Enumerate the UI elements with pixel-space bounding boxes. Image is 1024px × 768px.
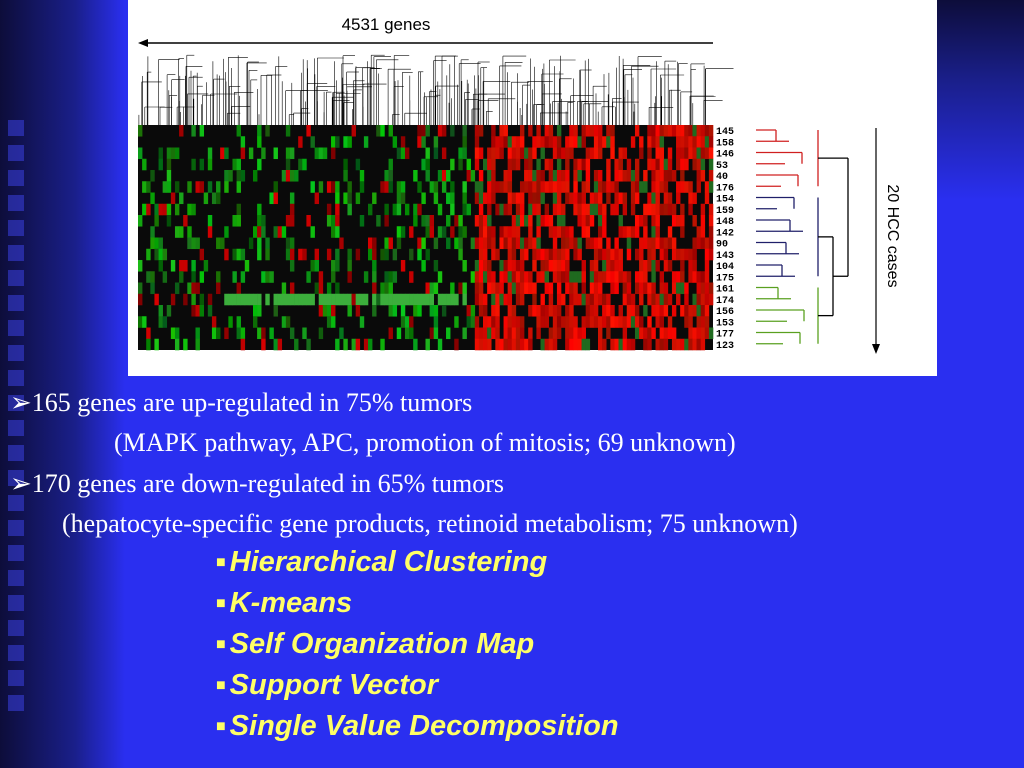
decorative-squares bbox=[8, 120, 30, 720]
square-bullet-icon: ■ bbox=[216, 636, 226, 653]
case-id-label: 161 bbox=[716, 285, 734, 296]
bullet-up-regulated: ➢165 genes are up-regulated in 75% tumor… bbox=[10, 388, 473, 417]
arrow-bullet-icon: ➢ bbox=[10, 469, 32, 498]
genes-label: 4531 genes bbox=[342, 15, 431, 34]
case-id-label: 104 bbox=[716, 262, 734, 273]
cases-label: 20 HCC cases bbox=[884, 184, 901, 287]
case-id-labels: 1451581465340176154159148142901431041751… bbox=[716, 127, 734, 352]
case-id-label: 148 bbox=[716, 217, 734, 228]
case-id-label: 153 bbox=[716, 318, 734, 329]
left-decorative-strip bbox=[0, 0, 125, 768]
case-id-label: 174 bbox=[716, 296, 734, 307]
cases-arrow-head bbox=[872, 344, 880, 354]
top-right-decoration bbox=[924, 0, 1024, 200]
case-dendrogram bbox=[756, 129, 849, 345]
heatmap-svg: 4531 genes 14515814653401761541591481429… bbox=[138, 15, 901, 354]
case-id-label: 123 bbox=[716, 341, 734, 352]
square-bullet-icon: ■ bbox=[216, 595, 226, 612]
case-id-label: 40 bbox=[716, 172, 728, 183]
case-id-label: 156 bbox=[716, 307, 734, 318]
method-item: ■K-means bbox=[216, 587, 353, 619]
case-id-label: 176 bbox=[716, 183, 734, 194]
square-bullet-icon: ■ bbox=[216, 554, 226, 571]
square-bullet-icon: ■ bbox=[216, 718, 226, 735]
genes-arrow-head bbox=[138, 39, 148, 47]
gene-dendrogram bbox=[138, 54, 734, 125]
case-id-label: 143 bbox=[716, 251, 734, 262]
case-id-label: 177 bbox=[716, 330, 734, 341]
case-id-label: 146 bbox=[716, 150, 734, 161]
square-bullet-icon: ■ bbox=[216, 677, 226, 694]
method-item: ■Hierarchical Clustering bbox=[216, 546, 548, 578]
case-id-label: 142 bbox=[716, 228, 734, 239]
case-id-label: 145 bbox=[716, 127, 734, 138]
bullet-down-regulated: ➢170 genes are down-regulated in 65% tum… bbox=[10, 469, 504, 498]
case-id-label: 53 bbox=[716, 161, 728, 172]
method-item: ■Self Organization Map bbox=[216, 628, 535, 660]
bullet-down-detail: (hepatocyte-specific gene products, reti… bbox=[62, 509, 798, 538]
case-id-label: 154 bbox=[716, 195, 734, 206]
method-item: ■Single Value Decomposition bbox=[216, 710, 619, 742]
heatmap-grid bbox=[138, 125, 714, 351]
bullet-up-detail: (MAPK pathway, APC, promotion of mitosis… bbox=[114, 428, 736, 457]
case-id-label: 90 bbox=[716, 240, 728, 251]
arrow-bullet-icon: ➢ bbox=[10, 388, 32, 417]
method-item: ■Support Vector bbox=[216, 669, 439, 701]
case-id-label: 159 bbox=[716, 206, 734, 217]
case-id-label: 175 bbox=[716, 273, 734, 284]
case-id-label: 158 bbox=[716, 138, 734, 149]
